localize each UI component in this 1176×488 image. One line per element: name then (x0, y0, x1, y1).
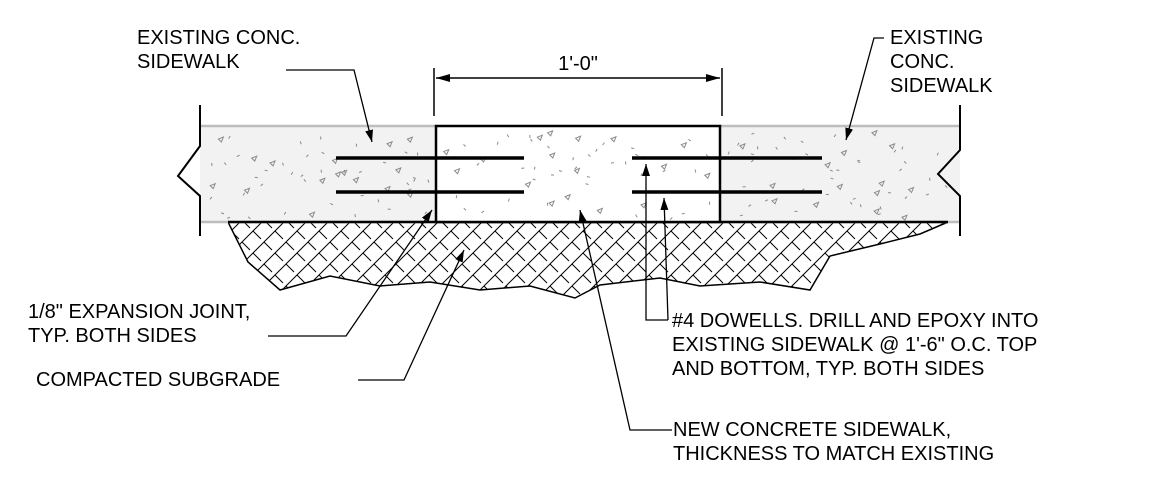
aggregate-mark (265, 170, 268, 171)
aggregate-mark (355, 214, 356, 217)
leader-existing-right (846, 38, 884, 140)
label-existing-left: EXISTING CONC. SIDEWALK (137, 26, 300, 74)
aggregate-mark (456, 195, 457, 198)
aggregate-mark (695, 170, 696, 173)
dimension-label: 1'-0" (558, 53, 598, 75)
aggregate-mark (212, 163, 213, 166)
break-line-left (178, 126, 200, 236)
label-new-concrete: NEW CONCRETE SIDEWALK, THICKNESS TO MATC… (673, 418, 994, 466)
dimension-1-0 (434, 68, 722, 116)
aggregate-mark (857, 160, 860, 161)
aggregate-mark (378, 199, 379, 202)
existing-sidewalk-left (200, 126, 436, 222)
aggregate-mark (682, 213, 685, 214)
compacted-subgrade-hatch (228, 222, 948, 298)
label-dowels: #4 DOWELLS. DRILL AND EPOXY INTO EXISTIN… (672, 309, 1038, 381)
aggregate-mark (902, 147, 903, 150)
label-compacted-subgrade: COMPACTED SUBGRADE (36, 368, 280, 392)
label-existing-right: EXISTING CONC. SIDEWALK (890, 26, 993, 98)
aggregate-mark (740, 215, 743, 216)
label-expansion-joint: 1/8" EXPANSION JOINT, TYP. BOTH SIDES (28, 300, 250, 348)
existing-sidewalk-right (720, 126, 960, 222)
aggregate-mark (534, 167, 535, 170)
